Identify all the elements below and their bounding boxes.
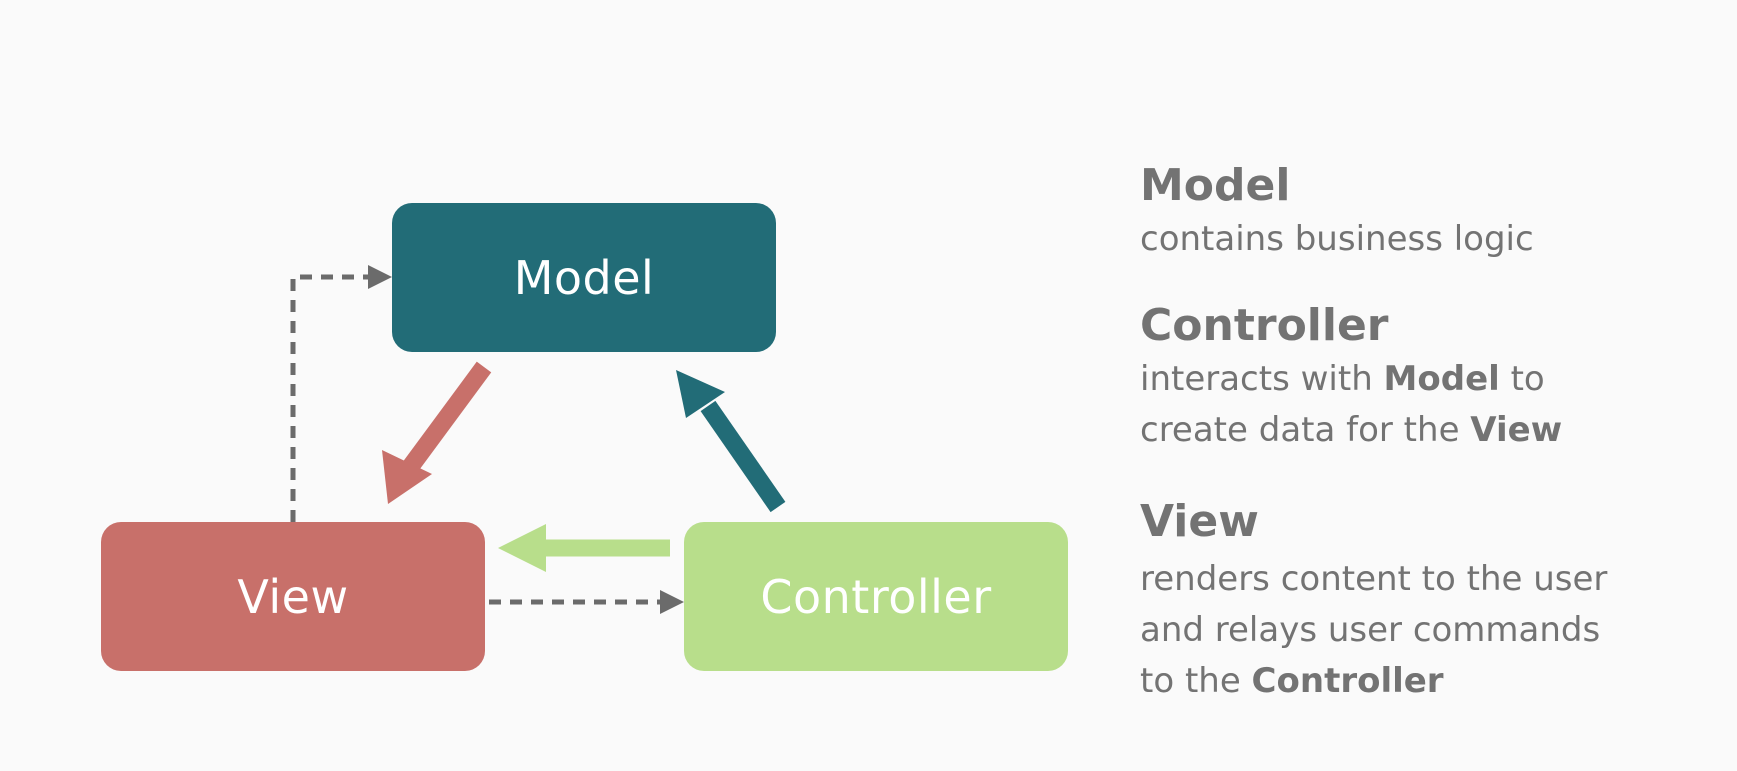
dashed-arrow-view-to-model <box>290 265 392 522</box>
legend-view-desc-line3: to the Controller <box>1140 661 1444 701</box>
legend-controller-desc: interacts with Model to create data for … <box>1140 354 1730 456</box>
legend-controller-model-ref: Model <box>1383 359 1500 399</box>
dashed-arrow-view-to-controller <box>489 590 684 614</box>
model-box: Model <box>392 203 776 352</box>
legend-controller-title: Controller <box>1140 300 1389 351</box>
view-box-label: View <box>237 569 349 624</box>
legend-view-title: View <box>1140 496 1259 547</box>
controller-box-label: Controller <box>760 569 992 624</box>
legend-controller-view-ref: View <box>1470 410 1563 450</box>
legend-view-desc-line2: and relays user commands <box>1140 610 1601 650</box>
arrow-model-to-view <box>382 361 492 504</box>
controller-box: Controller <box>684 522 1068 671</box>
model-box-label: Model <box>513 250 655 305</box>
view-box: View <box>101 522 485 671</box>
legend-controller-desc-line2: create data for the View <box>1140 410 1563 450</box>
legend-controller-desc-line1: interacts with Model to <box>1140 359 1545 399</box>
legend-model-title: Model <box>1140 160 1291 211</box>
legend-view-desc-line1: renders content to the user <box>1140 559 1608 599</box>
arrow-controller-to-view <box>498 524 670 572</box>
arrow-controller-to-model <box>676 370 786 513</box>
legend-view-controller-ref: Controller <box>1251 661 1444 701</box>
legend: Model contains business logic Controller… <box>1140 158 1730 707</box>
legend-model-desc: contains business logic <box>1140 219 1534 259</box>
legend-view-desc: renders content to the user and relays u… <box>1140 554 1730 707</box>
